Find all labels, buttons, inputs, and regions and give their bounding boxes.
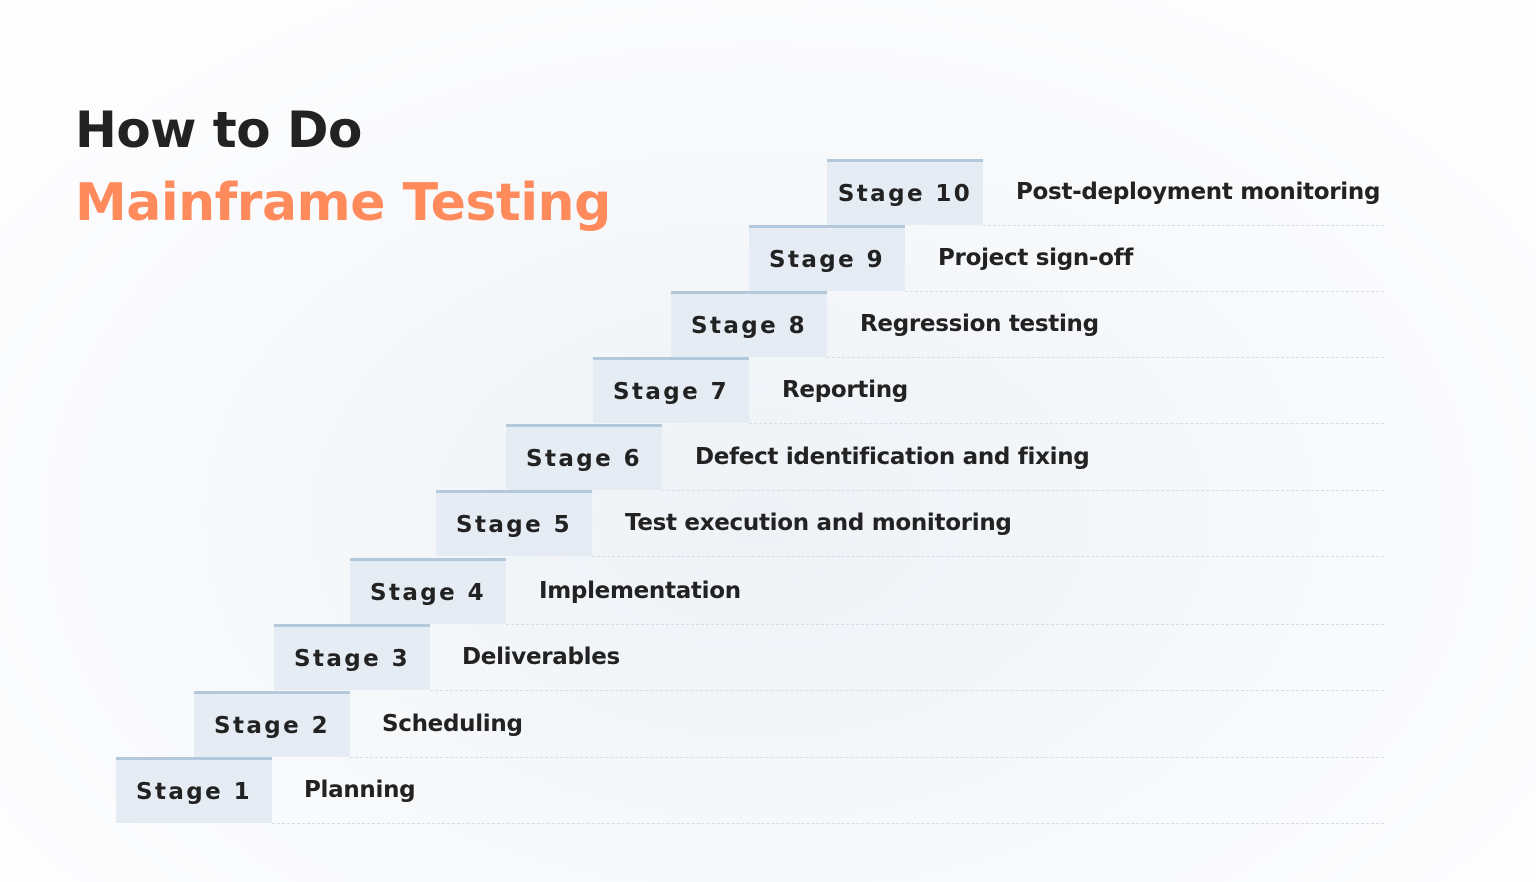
stage-5-divider	[592, 556, 1384, 557]
stage-10-description: Post-deployment monitoring	[1016, 179, 1381, 205]
stage-9-label: Stage 9	[749, 225, 905, 291]
page-title: How to Do Mainframe Testing	[75, 98, 611, 244]
stage-10-label: Stage 10	[827, 159, 983, 225]
stage-3-label: Stage 3	[274, 624, 430, 690]
stage-2-divider	[350, 757, 1384, 758]
stage-4-label: Stage 4	[350, 558, 506, 624]
stage-row-3: Stage 3 Deliverables	[274, 624, 1384, 691]
stage-7-divider	[749, 423, 1384, 424]
stage-8-label: Stage 8	[671, 291, 827, 357]
stage-row-5: Stage 5 Test execution and monitoring	[436, 490, 1384, 557]
stage-row-1: Stage 1 Planning	[116, 757, 1384, 824]
stage-row-4: Stage 4 Implementation	[350, 558, 1384, 625]
stage-2-description: Scheduling	[382, 711, 523, 737]
stage-row-10: Stage 10 Post-deployment monitoring	[827, 159, 1384, 226]
stage-8-description: Regression testing	[860, 311, 1099, 337]
stage-6-label: Stage 6	[506, 424, 662, 490]
stage-4-divider	[506, 624, 1384, 625]
stage-1-label: Stage 1	[116, 757, 272, 823]
stage-4-description: Implementation	[539, 578, 741, 604]
stage-6-description: Defect identification and fixing	[695, 444, 1090, 470]
stage-10-divider	[983, 225, 1384, 226]
stage-6-divider	[662, 490, 1384, 491]
stage-3-divider	[430, 690, 1384, 691]
stage-1-divider	[272, 823, 1384, 824]
stage-1-description: Planning	[304, 777, 416, 803]
stage-row-7: Stage 7 Reporting	[593, 357, 1384, 424]
title-line-1: How to Do	[75, 101, 362, 159]
title-line-2-accent: Mainframe Testing	[75, 173, 611, 233]
stage-row-9: Stage 9 Project sign-off	[749, 225, 1384, 292]
stage-8-divider	[827, 357, 1384, 358]
stage-row-6: Stage 6 Defect identification and fixing	[506, 424, 1384, 491]
stage-5-description: Test execution and monitoring	[625, 510, 1012, 536]
stage-row-8: Stage 8 Regression testing	[671, 291, 1384, 358]
stage-row-2: Stage 2 Scheduling	[194, 691, 1384, 758]
stage-7-description: Reporting	[782, 377, 908, 403]
stage-7-label: Stage 7	[593, 357, 749, 423]
stage-2-label: Stage 2	[194, 691, 350, 757]
stage-9-description: Project sign-off	[938, 245, 1134, 271]
stage-5-label: Stage 5	[436, 490, 592, 556]
stage-9-divider	[905, 291, 1384, 292]
stage-3-description: Deliverables	[462, 644, 620, 670]
